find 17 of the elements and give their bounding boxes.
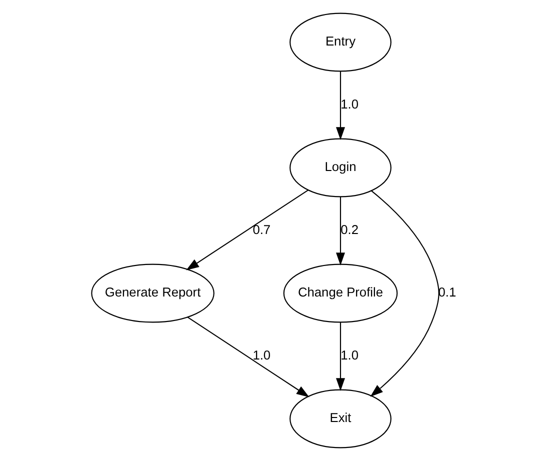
edge-label: 0.7 [252,221,271,236]
arrow [336,70,346,140]
node-ellipse: Entry [290,12,392,72]
edge-label: 1.0 [340,96,359,111]
arrow [186,189,309,270]
edge-label: 1.0 [340,346,359,362]
node-ellipse: Change Profile [283,263,398,322]
arrow [187,316,310,397]
node-ellipse: Exit [290,388,392,448]
arrow [336,322,346,390]
node-ellipse: Login [290,138,392,197]
node-ellipse: Generate Report [91,263,214,322]
arrow [370,190,440,396]
edge-label: 0.2 [340,221,359,236]
edge-label: 1.0 [252,346,271,362]
edge-label: 0.1 [438,284,456,300]
arrow [336,196,346,265]
